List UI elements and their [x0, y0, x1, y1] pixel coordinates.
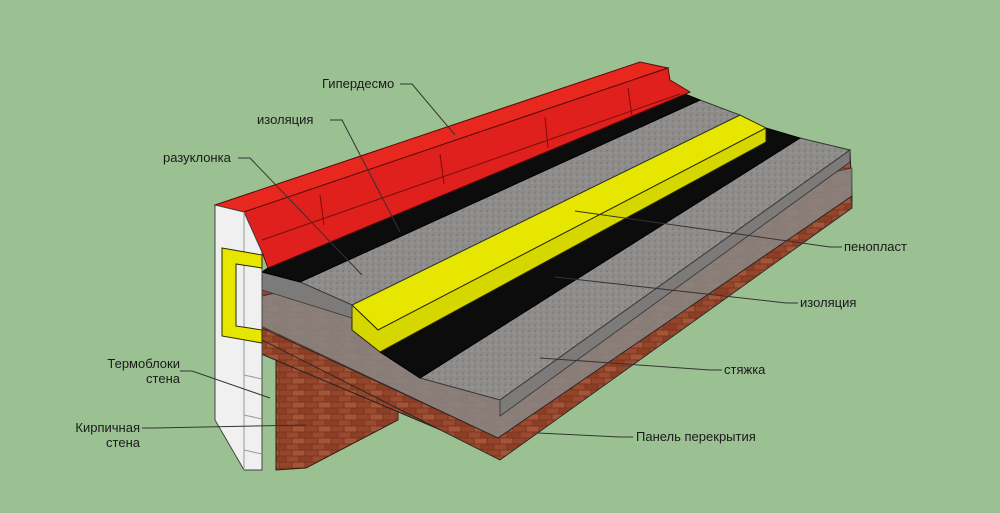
label-foam: пенопласт	[844, 239, 907, 254]
label-thermoblocks-line1: Термоблоки	[107, 356, 180, 371]
label-brick-wall: Кирпичная стена	[55, 420, 140, 450]
leader-brick	[142, 424, 307, 429]
hyperdesmo-step	[261, 93, 681, 241]
label-insulation-top: изоляция	[257, 112, 314, 127]
label-insulation-mid: изоляция	[800, 295, 857, 310]
hyperdesmo-seam	[544, 116, 549, 149]
label-brick-line1: Кирпичная	[75, 420, 140, 435]
leader-insulation-mid	[554, 276, 798, 304]
leader-screed	[539, 357, 722, 371]
thermoblock-joint	[243, 449, 263, 455]
thermoblock-joint	[243, 374, 263, 380]
leader-lines	[142, 83, 842, 438]
leader-slab	[537, 432, 633, 438]
label-screed: стяжка	[724, 362, 766, 377]
thermoblock-joint	[243, 414, 263, 420]
leader-hyperdesmo	[400, 83, 456, 136]
label-hyperdesmo: Гипердесмо	[322, 76, 395, 91]
leader-insulation-top	[330, 119, 401, 233]
label-slope-fill: разуклонка	[163, 150, 231, 165]
label-thermoblocks-line2: стена	[146, 371, 180, 386]
label-brick-line2: стена	[106, 435, 140, 450]
leader-thermoblocks	[180, 370, 271, 399]
label-slab: Панель перекрытия	[636, 429, 756, 444]
hyperdesmo-seam	[439, 153, 445, 185]
leader-slope-fill	[238, 157, 363, 276]
wall-foam-wrap	[221, 247, 263, 344]
leader-foam	[574, 210, 842, 248]
hyperdesmo-seam	[319, 194, 325, 226]
label-thermoblocks: Термоблоки стена	[95, 356, 180, 386]
